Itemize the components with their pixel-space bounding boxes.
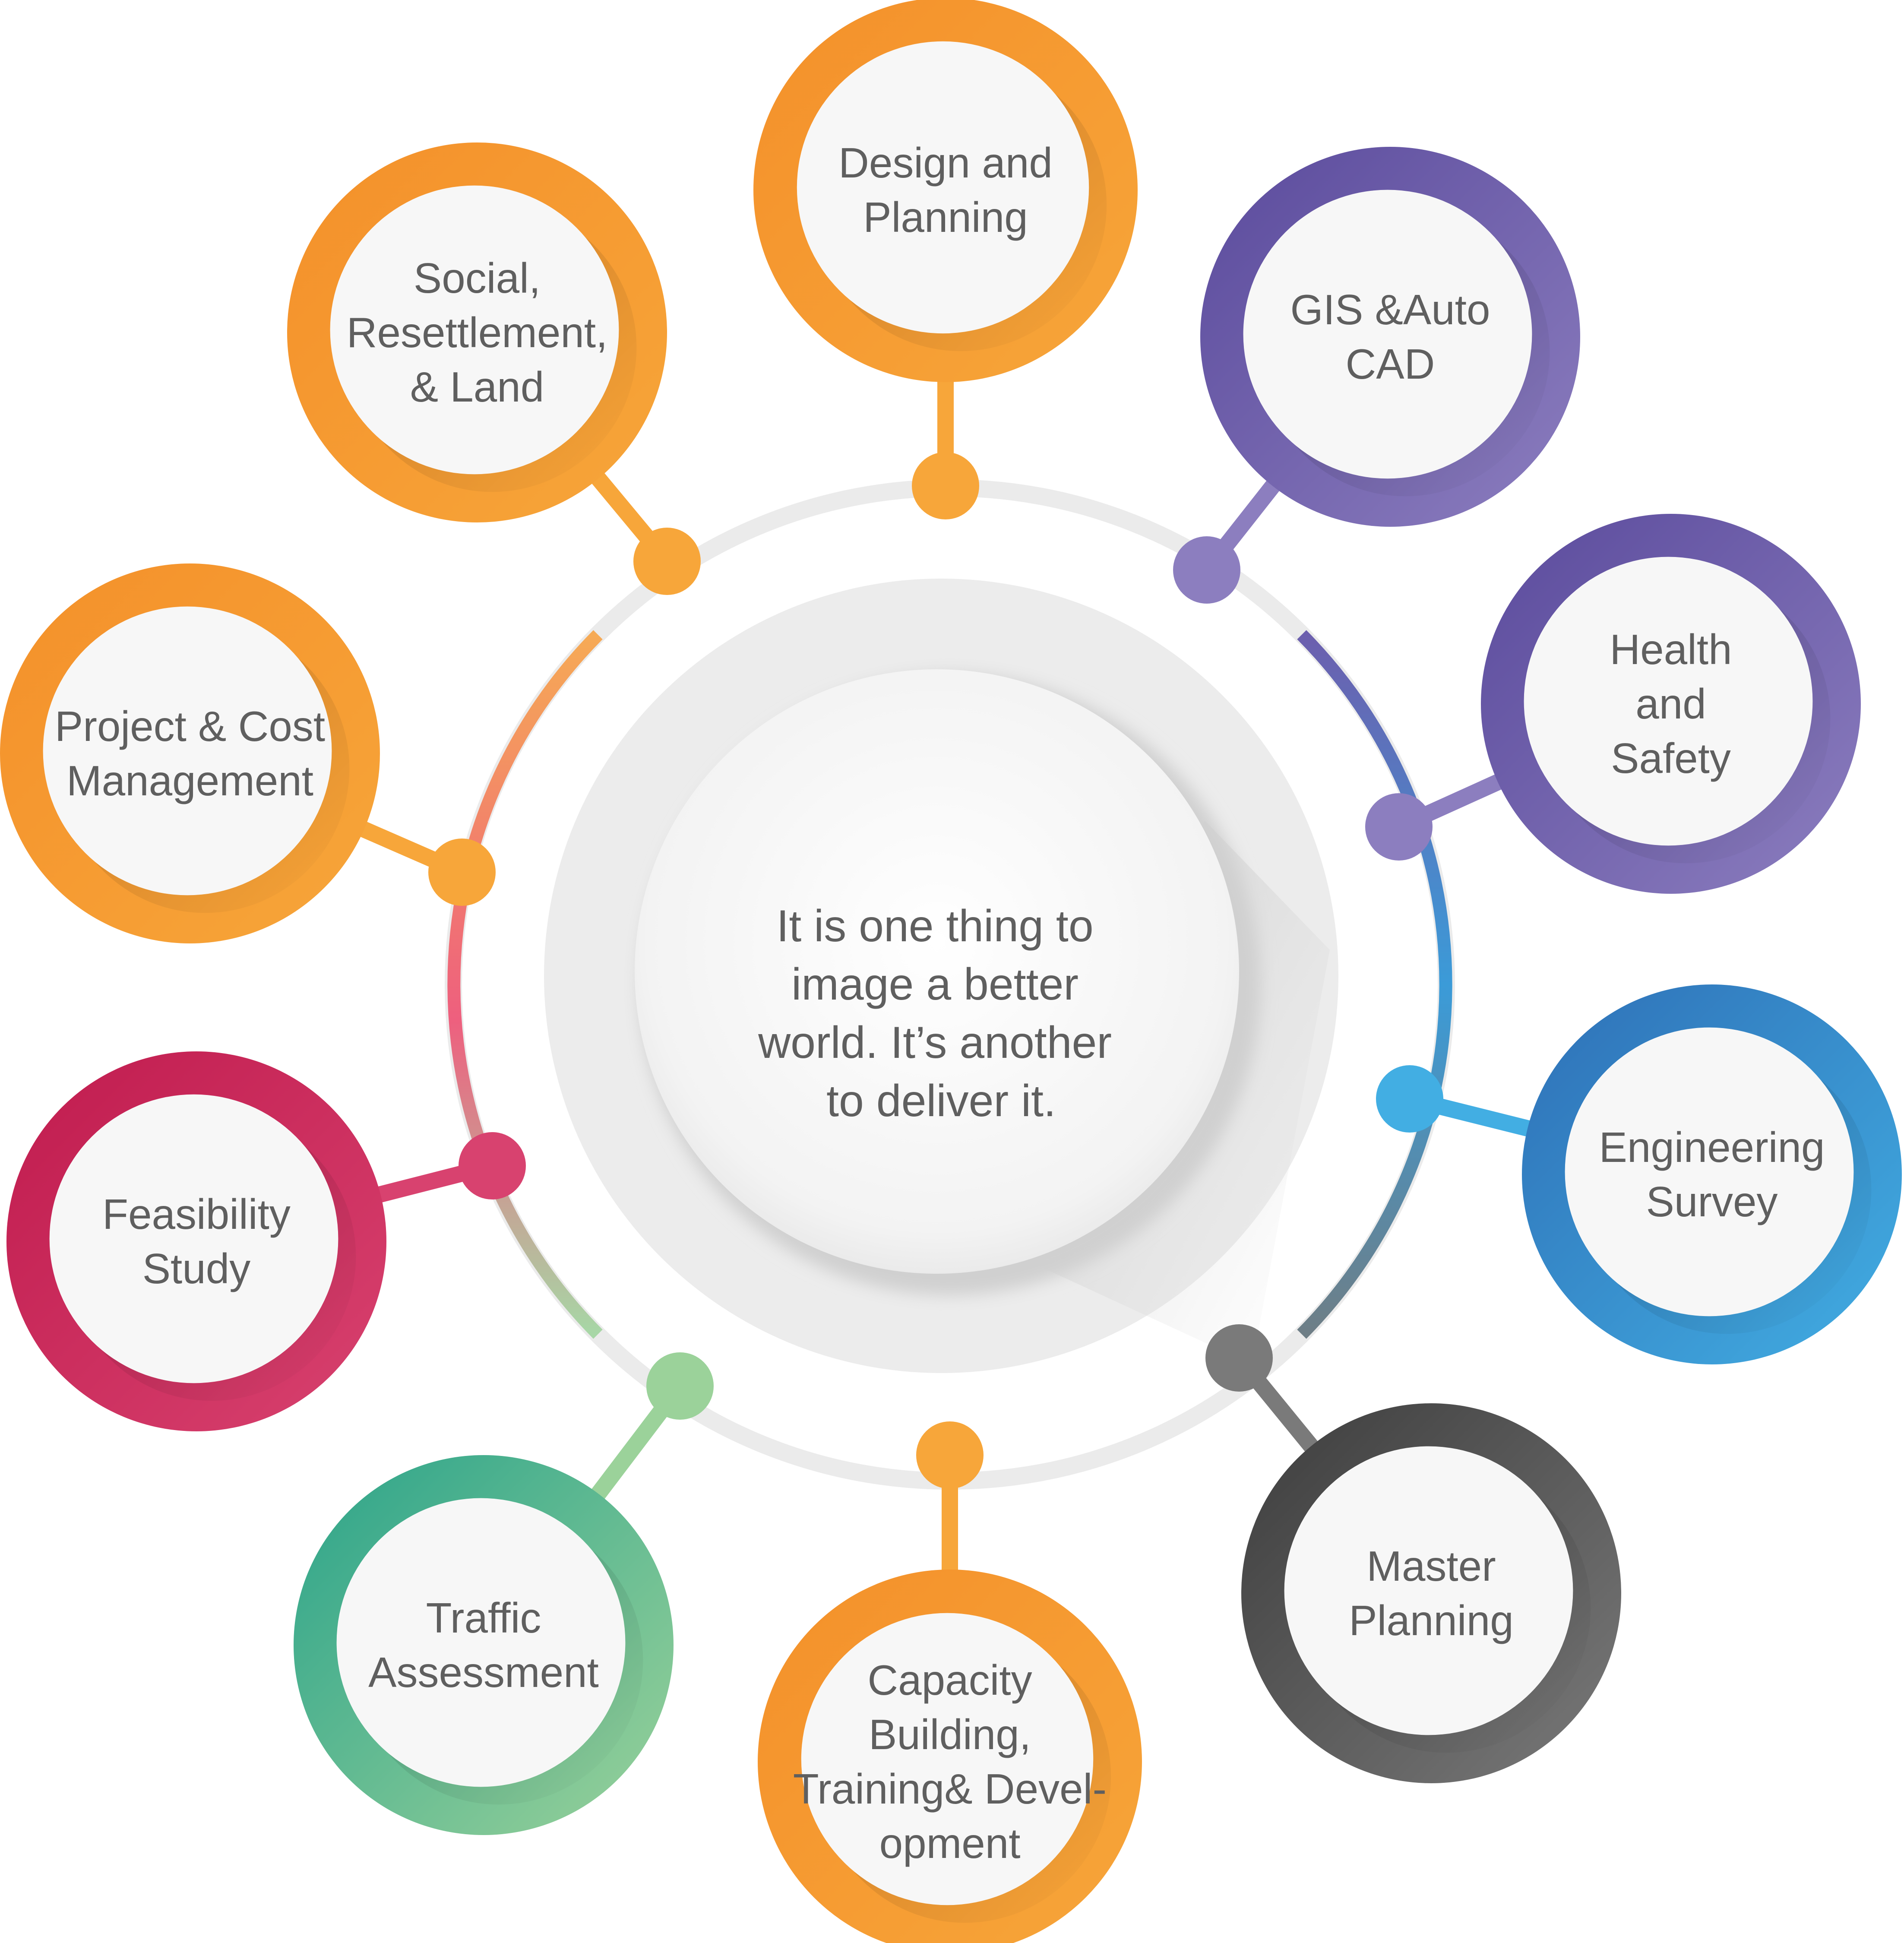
node-social-resettlement-land[interactable]: Social, Resettlement, & Land bbox=[287, 142, 667, 522]
node-label-line: Traffic bbox=[426, 1594, 541, 1642]
center-quote-line: image a better bbox=[791, 959, 1079, 1009]
node-label-line: Capacity bbox=[867, 1656, 1032, 1704]
node-label-line: Engineering bbox=[1599, 1123, 1825, 1171]
node-disc bbox=[797, 41, 1089, 334]
node-label-line: Training& Devel- bbox=[793, 1765, 1107, 1813]
connector-dot bbox=[1365, 793, 1433, 861]
node-label-line: Study bbox=[142, 1245, 251, 1292]
node-label-line: CAD bbox=[1346, 340, 1435, 388]
node-label-line: Feasibility bbox=[102, 1190, 291, 1238]
node-disc bbox=[43, 606, 332, 896]
node-disc bbox=[801, 1613, 1094, 1905]
node-label-line: Management bbox=[66, 757, 313, 804]
node-label-line: Safety bbox=[1611, 734, 1731, 782]
node-label-line: Master bbox=[1366, 1542, 1496, 1590]
connector-dot bbox=[459, 1132, 526, 1199]
node-disc bbox=[1284, 1446, 1573, 1735]
node-disc bbox=[1524, 557, 1813, 846]
node-label-line: opment bbox=[879, 1820, 1021, 1867]
connector-dot bbox=[1376, 1065, 1443, 1133]
node-label-line: GIS &Auto bbox=[1290, 286, 1490, 333]
node-disc bbox=[330, 185, 619, 475]
connector-dot bbox=[1205, 1324, 1273, 1392]
node-label-line: and bbox=[1635, 680, 1706, 728]
node-label: Social, Resettlement, & Land bbox=[347, 254, 608, 411]
node-label-line: Design and bbox=[838, 139, 1053, 187]
node-label-line: Assessment bbox=[368, 1649, 599, 1696]
central-hub: It is one thing to image a better world.… bbox=[544, 579, 1338, 1373]
center-quote-line: world. It’s another bbox=[758, 1018, 1112, 1068]
node-label-line: Planning bbox=[1349, 1597, 1513, 1644]
node-label-line: Resettlement, bbox=[347, 309, 608, 356]
node-label-line: Social, bbox=[414, 254, 541, 302]
node-disc bbox=[49, 1094, 338, 1383]
connector-dot bbox=[1173, 536, 1240, 604]
node-label-line: & Land bbox=[410, 363, 544, 411]
center-quote-line: It is one thing to bbox=[776, 901, 1093, 951]
node-label-line: Planning bbox=[863, 193, 1028, 241]
center-quote: It is one thing to image a better world.… bbox=[758, 901, 1124, 1126]
ring-arc-right bbox=[1297, 630, 1452, 1339]
connector-dot bbox=[428, 839, 496, 906]
node-disc bbox=[1243, 190, 1532, 479]
node-label-line: Project & Cost bbox=[55, 703, 325, 750]
node-disc bbox=[336, 1498, 626, 1787]
node-label-line: Health bbox=[1610, 626, 1732, 673]
connector-dot bbox=[916, 1421, 984, 1489]
ring-arc-left bbox=[447, 630, 603, 1339]
connector-dot bbox=[646, 1352, 714, 1420]
connector-dot bbox=[912, 452, 979, 519]
center-quote-line: to deliver it. bbox=[826, 1076, 1056, 1126]
node-label-line: Survey bbox=[1646, 1178, 1777, 1225]
hub-inner-disc bbox=[635, 669, 1239, 1274]
node-label-line: Building, bbox=[869, 1711, 1031, 1758]
connector-dot bbox=[633, 528, 701, 595]
node-disc bbox=[1565, 1027, 1854, 1316]
